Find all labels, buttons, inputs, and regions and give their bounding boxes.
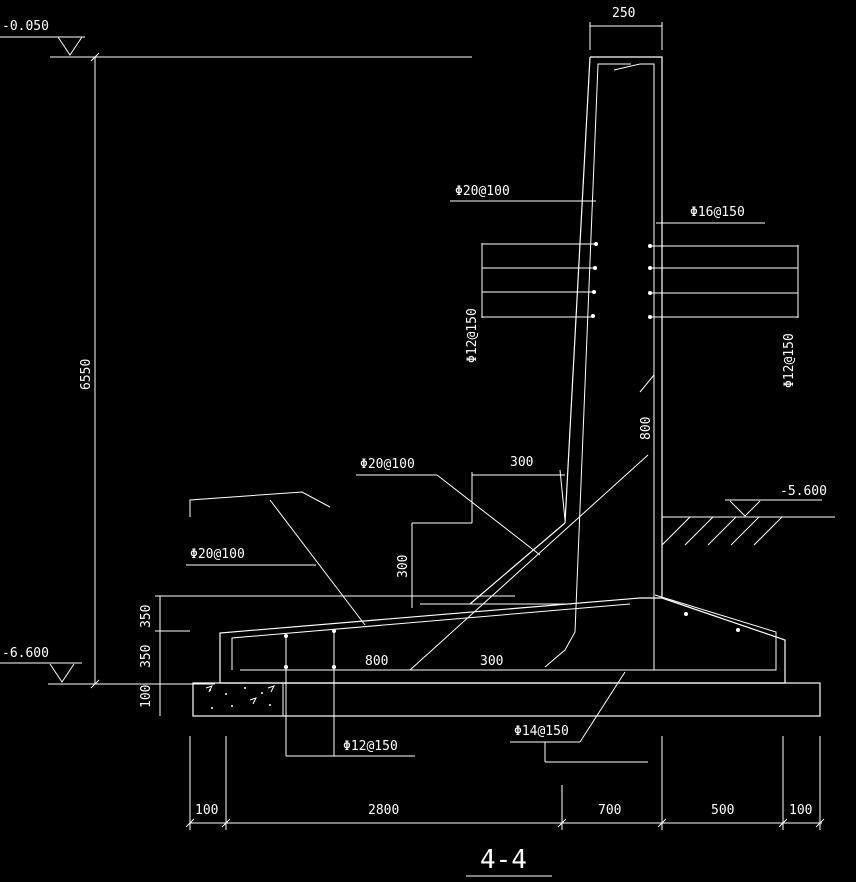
- cushion-layer: [192, 682, 821, 717]
- cushion-label: 100: [139, 685, 154, 708]
- haunch-v-label: 300: [396, 555, 411, 578]
- wall-height-label: 6550: [79, 359, 94, 390]
- elevation-bottom-label: -6.600: [2, 646, 49, 661]
- slab-bottom-label: Φ14@150: [514, 724, 569, 739]
- elevation-bottom-marker: -6.600: [0, 646, 215, 685]
- haunch-right-label: 800: [639, 417, 654, 440]
- slab-dist-label: Φ12@150: [343, 739, 398, 754]
- elevation-ground-label: -5.600: [780, 484, 827, 499]
- elevation-top-marker: -0.050: [0, 19, 472, 58]
- wall-outer-main-label: Φ16@150: [690, 205, 745, 220]
- wall-dist-right-label: Φ12@150: [782, 333, 797, 388]
- section-title-block: 4-4: [466, 845, 552, 877]
- section-title: 4-4: [480, 845, 527, 875]
- wall-top-dimension: 250: [589, 6, 663, 50]
- wall-top-label: 250: [612, 6, 635, 21]
- haunch-left-label: 800: [365, 654, 388, 669]
- slab-lower-label: 350: [139, 645, 154, 668]
- slab-upper-label: 350: [139, 605, 154, 628]
- dim-bottom-4: 100: [789, 803, 812, 818]
- reinforcement-bars: [231, 63, 777, 671]
- rebar-callouts: Φ20@100 Φ16@150 Φ12@150 Φ12@150 800 Φ20@…: [139, 184, 799, 763]
- dim-bottom-2: 700: [598, 803, 621, 818]
- cushion-concrete-hatch: [205, 685, 275, 709]
- dim-bottom-0: 100: [195, 803, 218, 818]
- haunch-bar-label: Φ20@100: [360, 457, 415, 472]
- bottom-dimension-chain: 100 2800 700 500 100: [185, 736, 825, 830]
- wall-inner-main-label: Φ20@100: [455, 184, 510, 199]
- haunch-h-label: 300: [510, 455, 533, 470]
- base-300-label: 300: [480, 654, 503, 669]
- wall-dist-left-label: Φ12@150: [465, 308, 480, 363]
- dim-bottom-3: 500: [711, 803, 734, 818]
- dim-bottom-1: 2800: [368, 803, 399, 818]
- elevation-top-label: -0.050: [2, 19, 49, 34]
- wall-height-dimension: 6550: [79, 52, 100, 689]
- elevation-ground-marker: -5.600: [661, 484, 835, 546]
- slab-top-label: Φ20@100: [190, 547, 245, 562]
- retaining-wall-outline: [219, 56, 786, 684]
- soil-hatch: [661, 516, 783, 546]
